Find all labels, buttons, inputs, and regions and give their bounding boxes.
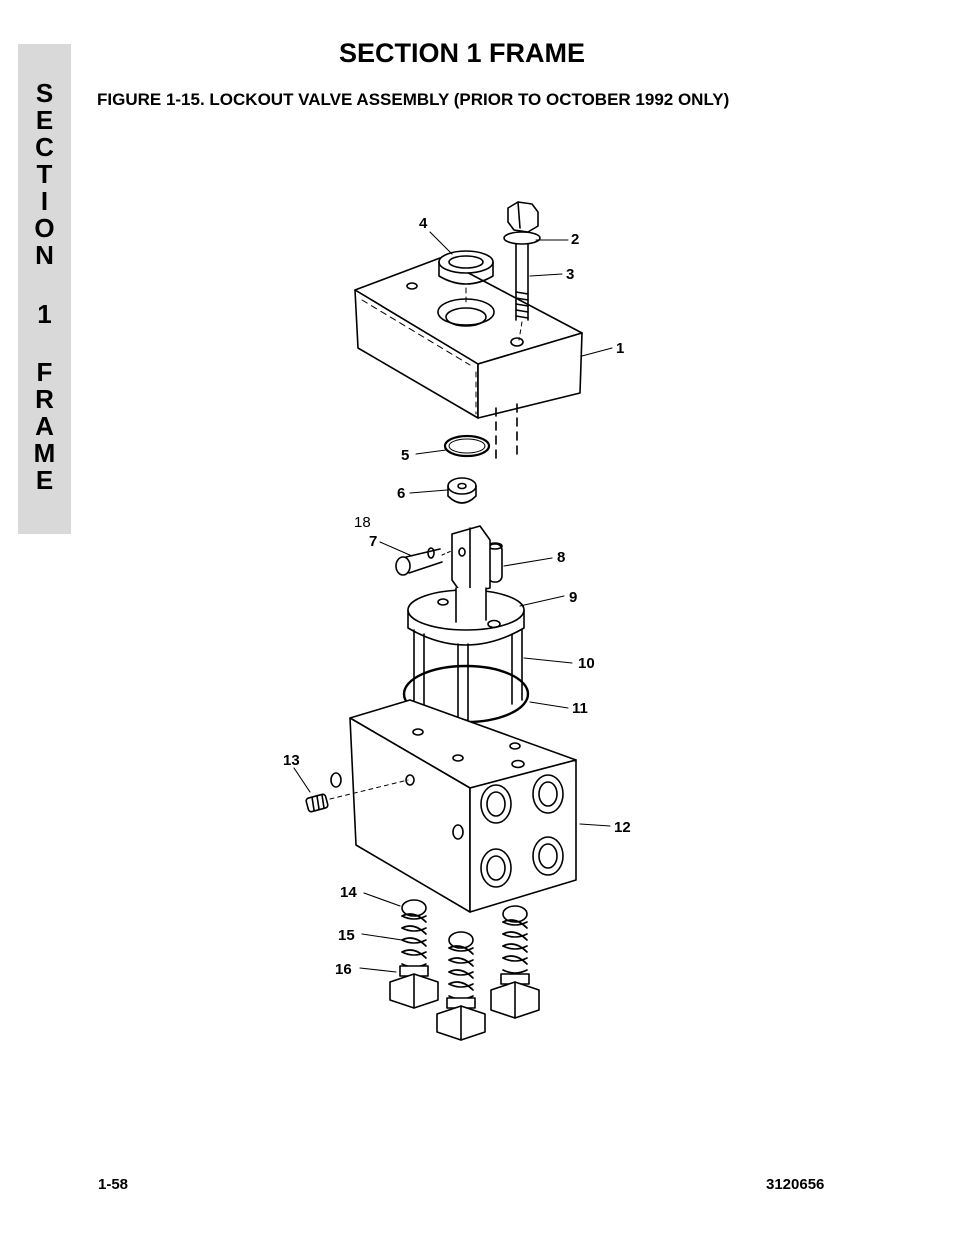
- callout-5: 5: [401, 447, 409, 464]
- side-tab-letter: M: [33, 438, 56, 468]
- side-tab-letter: S: [35, 78, 54, 108]
- callout-13: 13: [283, 752, 300, 769]
- callout-1: 1: [616, 340, 624, 357]
- o-ring-inner: [448, 438, 486, 454]
- callout-14: 14: [340, 884, 357, 901]
- side-tab-letter: 1: [37, 299, 52, 329]
- callout-12: 12: [614, 819, 631, 836]
- side-tab-letter: R: [35, 384, 54, 414]
- callout-10: 10: [578, 655, 595, 672]
- side-tab-letter: I: [40, 186, 49, 216]
- callout-9: 9: [569, 589, 577, 606]
- side-tab-letter: N: [35, 240, 54, 270]
- callout-16: 16: [335, 961, 352, 978]
- callout-2: 2: [571, 231, 579, 248]
- spring-assembly-middle: [436, 931, 486, 1041]
- top-block-part: [354, 257, 583, 461]
- callout-15: 15: [338, 927, 355, 944]
- section-title: SECTION 1 FRAME: [338, 38, 586, 68]
- page-number: 1-58: [98, 1176, 129, 1193]
- callout-3: 3: [566, 266, 574, 283]
- figure-title: FIGURE 1-15. LOCKOUT VALVE ASSEMBLY (PRI…: [97, 90, 730, 109]
- disc-part: [447, 477, 477, 504]
- spring-assembly-right: [490, 905, 540, 1019]
- pin-part: [395, 547, 457, 576]
- side-tab-letter: T: [36, 159, 53, 189]
- plunger-part: [407, 525, 525, 646]
- callout-4: 4: [419, 215, 428, 232]
- bushing-part: [438, 250, 494, 307]
- set-screw-part: [305, 779, 409, 813]
- side-tab-letter: F: [36, 357, 53, 387]
- side-tab-letter: A: [35, 411, 54, 441]
- callout-8: 8: [557, 549, 565, 566]
- bolt-part: [503, 201, 541, 341]
- section-side-tab: S E C T I O N 1 F R A M E: [18, 44, 71, 534]
- callout-6: 6: [397, 485, 405, 502]
- side-tab-letter: C: [35, 132, 54, 162]
- spring-assembly-left: [389, 899, 439, 1009]
- document-number: 3120656: [766, 1176, 825, 1193]
- side-tab-letter: O: [34, 213, 55, 243]
- o-ring-part: [443, 434, 491, 458]
- side-tab-letter: E: [35, 105, 54, 135]
- leader-lines: [293, 231, 613, 973]
- callout-18: 18: [354, 514, 371, 531]
- valve-body-part: [330, 699, 577, 913]
- callout-11: 11: [572, 700, 588, 717]
- callout-7: 7: [369, 533, 377, 550]
- side-tab-letter: E: [35, 465, 54, 495]
